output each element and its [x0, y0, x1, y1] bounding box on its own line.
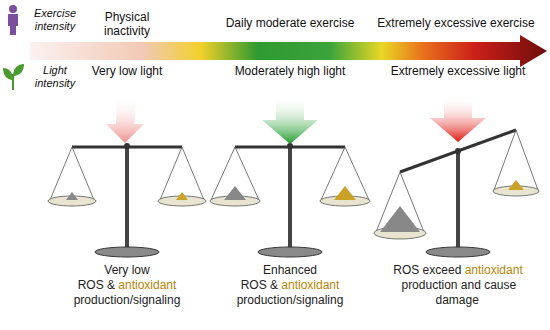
intensity-arrow — [30, 35, 547, 67]
caption-line: production/signaling — [52, 293, 202, 308]
caption-text: ROS exceed — [393, 263, 461, 277]
caption-line: production and cause damage — [383, 278, 533, 308]
caption-line: ROS &antioxidant — [52, 278, 202, 293]
outcome-caption: EnhancedROS &antioxidantproduction/signa… — [215, 263, 365, 308]
caption-text: antioxidant — [281, 278, 339, 292]
caption-line: production/signaling — [215, 293, 365, 308]
caption-text: Very low — [104, 263, 149, 277]
axis-title: Light intensity — [23, 64, 87, 90]
column-header: Moderately high light — [230, 64, 350, 78]
column-header: Daily moderate exercise — [205, 16, 375, 30]
caption-text: antioxidant — [465, 263, 523, 277]
down-arrow — [430, 96, 486, 142]
balance-scale — [374, 130, 539, 257]
caption-text: production and cause damage — [401, 278, 516, 307]
caption-text: ROS & — [241, 278, 278, 292]
down-arrow — [106, 96, 144, 143]
caption-text: production/signaling — [237, 293, 344, 307]
caption-line: ROS &antioxidant — [215, 278, 365, 293]
column-header: Very low light — [90, 64, 164, 78]
axis-title: Exercise intensity — [23, 7, 87, 33]
outcome-caption: ROS exceed antioxidantproduction and caus… — [383, 263, 533, 308]
column-header: Extremely excessive exercise — [366, 16, 546, 30]
caption-text: production/signaling — [74, 293, 181, 307]
caption-line: ROS exceed antioxidant — [383, 263, 533, 278]
outcome-caption: Very lowROS &antioxidantproduction/signa… — [52, 263, 202, 308]
balance-scale — [48, 143, 206, 257]
balance-scale — [210, 143, 370, 257]
caption-text: Enhanced — [263, 263, 317, 277]
down-arrow — [262, 96, 318, 144]
caption-text: ROS & — [78, 278, 115, 292]
column-header: Extremely excessive light — [388, 64, 528, 78]
caption-text: antioxidant — [118, 278, 176, 292]
person-icon — [8, 5, 18, 35]
caption-line: Very low — [52, 263, 202, 278]
plant-icon — [3, 64, 24, 90]
column-header: Physical inactivity — [85, 10, 169, 39]
caption-line: Enhanced — [215, 263, 365, 278]
